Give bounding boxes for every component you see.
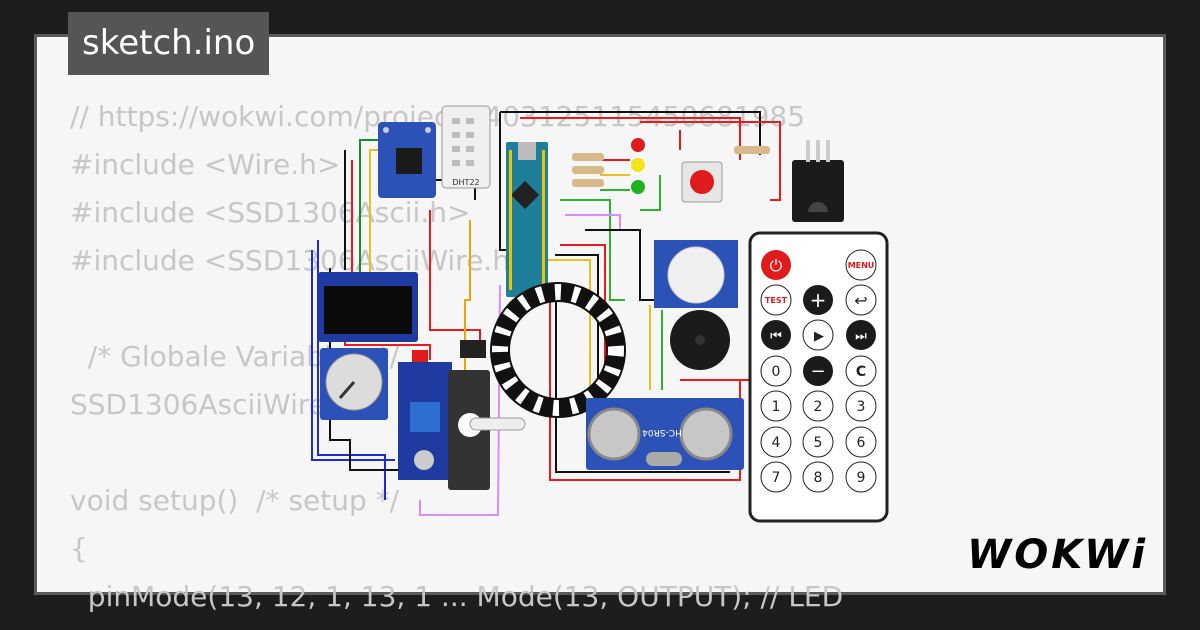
remote-c-button[interactable]: C (845, 355, 877, 387)
resistors (572, 146, 770, 187)
code-line: pinMode(13, 12, 1, 13, 1 ... Mode(13, OU… (70, 580, 844, 613)
remote-menu-button[interactable]: MENU (845, 249, 877, 281)
remote-next-button[interactable]: ⏭ (846, 320, 876, 350)
svg-text:6: 6 (857, 435, 866, 451)
svg-text:⏻: ⏻ (770, 256, 783, 275)
remote-digit-7[interactable]: 7 (760, 461, 792, 493)
ir-receiver[interactable] (792, 140, 844, 222)
remote-digit-3[interactable]: 3 (845, 390, 877, 422)
code-background: // https://wokwi.com/projects/4031251154… (70, 93, 843, 621)
svg-text:⏮: ⏮ (770, 329, 782, 344)
code-line: SSD1306AsciiWire (70, 388, 327, 421)
remote-digit-9[interactable]: 9 (845, 461, 877, 493)
svg-text:TEST: TEST (765, 296, 788, 305)
oled-display[interactable] (318, 272, 418, 342)
preview-card: // https://wokwi.com/projects/4031251154… (34, 34, 1166, 613)
code-line: /* Globale Variablen */ (70, 340, 400, 373)
arduino-nano[interactable] (506, 142, 548, 297)
servo-motor[interactable] (448, 340, 526, 490)
svg-text:9: 9 (857, 470, 866, 486)
remote-digit-2[interactable]: 2 (802, 390, 834, 422)
remote-minus-button[interactable]: − (803, 356, 833, 386)
push-button[interactable] (681, 161, 723, 203)
code-line: #include <SSD1306Ascii.h> (70, 196, 471, 229)
remote-zero-button[interactable]: 0 (760, 355, 792, 387)
code-line: #include <Wire.h> (70, 148, 341, 181)
svg-text:MENU: MENU (848, 261, 875, 270)
remote-digit-8[interactable]: 8 (802, 461, 834, 493)
remote-digit-6[interactable]: 6 (845, 426, 877, 458)
svg-text:3: 3 (857, 399, 866, 415)
remote-power-button[interactable]: ⏻ (761, 250, 791, 280)
svg-text:7: 7 (772, 470, 781, 486)
svg-text:−: − (810, 361, 825, 382)
svg-text:↩: ↩ (854, 291, 867, 310)
remote-prev-button[interactable]: ⏮ (761, 320, 791, 350)
remote-digit-1[interactable]: 1 (760, 390, 792, 422)
potentiometer[interactable] (320, 348, 388, 420)
wires (311, 111, 781, 516)
sensor-module[interactable] (398, 350, 452, 480)
leds[interactable] (631, 138, 645, 194)
ultrasonic-label: HC-SR04 (642, 427, 682, 437)
svg-text:0: 0 (772, 364, 781, 380)
remote-digit-4[interactable]: 4 (760, 426, 792, 458)
mpu6050-module[interactable] (378, 122, 436, 198)
remote-test-button[interactable]: TEST (760, 284, 792, 316)
svg-text:C: C (856, 364, 866, 380)
remote-play-button[interactable]: ▶ (802, 319, 834, 351)
code-line: { (70, 532, 88, 565)
svg-text:1: 1 (772, 399, 781, 415)
file-tab[interactable]: sketch.ino (68, 12, 270, 75)
svg-text:5: 5 (814, 435, 823, 451)
pir-sensor[interactable] (654, 240, 738, 308)
svg-text:8: 8 (814, 470, 823, 486)
code-line: #include <SSD1306AsciiWire.h> (70, 244, 534, 277)
ir-remote[interactable]: ⏻ MENU TEST + ↩ ⏮ ▶ ⏭ (748, 231, 889, 523)
svg-text:2: 2 (814, 399, 823, 415)
ultrasonic-sensor[interactable]: HC-SR04 (586, 398, 744, 470)
dht22-sensor[interactable]: DHT22 (441, 105, 491, 189)
dht22-label: DHT22 (452, 178, 479, 187)
svg-text:+: + (810, 288, 827, 312)
remote-plus-button[interactable]: + (803, 285, 833, 315)
svg-text:⏭: ⏭ (855, 329, 867, 344)
wokwi-logo: WOKWi (967, 532, 1148, 578)
buzzer[interactable] (670, 310, 730, 370)
svg-text:▶: ▶ (814, 329, 824, 344)
neopixel-ring[interactable] (490, 282, 626, 418)
remote-back-button[interactable]: ↩ (845, 284, 877, 316)
remote-digit-5[interactable]: 5 (802, 426, 834, 458)
svg-text:4: 4 (772, 435, 781, 451)
code-line: void setup() /* setup */ (70, 484, 400, 517)
